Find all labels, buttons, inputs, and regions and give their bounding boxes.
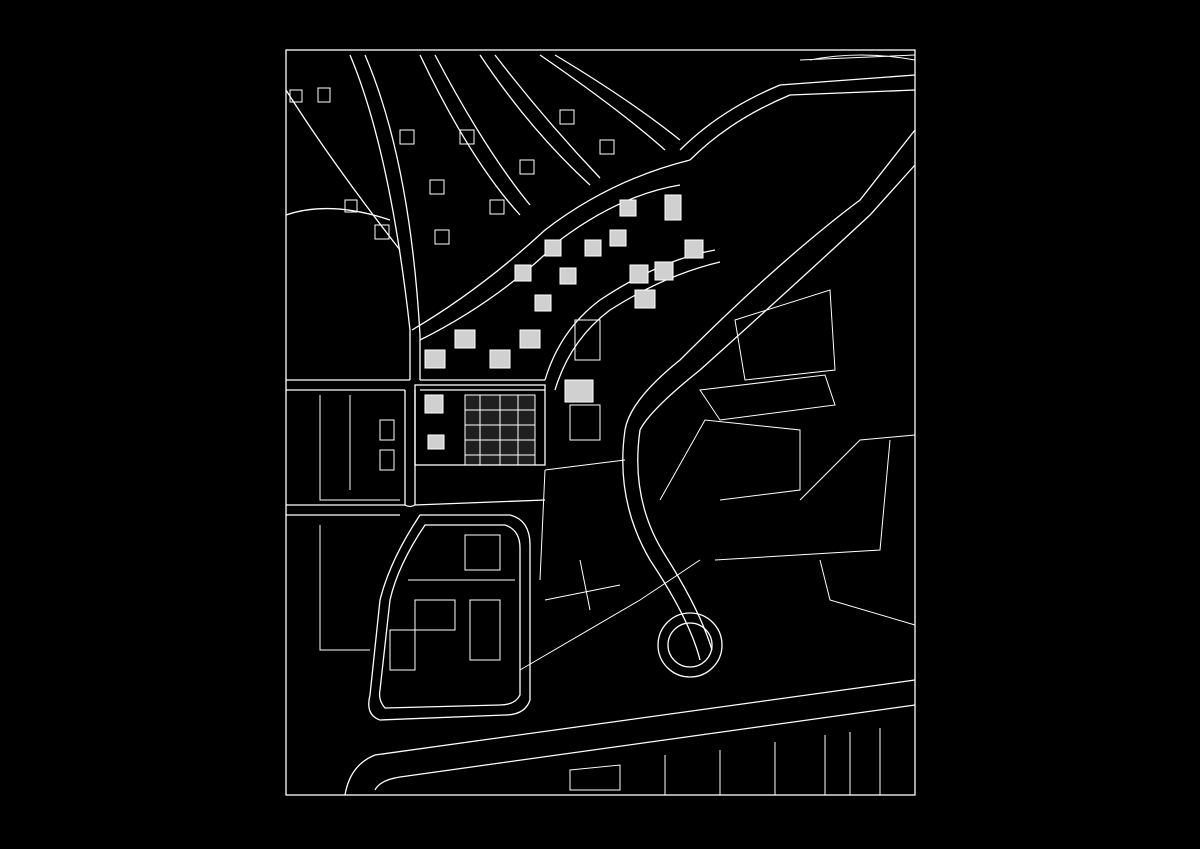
new-development-buildings xyxy=(414,194,704,466)
building xyxy=(544,239,562,257)
house-outline xyxy=(434,229,450,245)
building-outline xyxy=(464,534,501,571)
river-lower-west xyxy=(622,429,701,661)
building xyxy=(519,329,541,349)
row-housing-lines xyxy=(465,395,535,465)
house-outline xyxy=(317,87,331,103)
loop-road-inner xyxy=(378,524,521,709)
building-outline xyxy=(569,404,601,441)
building xyxy=(619,199,637,217)
west-streets xyxy=(285,89,401,251)
building xyxy=(514,264,532,282)
parcels-east-2 xyxy=(714,289,916,626)
building-outline xyxy=(414,599,456,631)
building-outline xyxy=(389,629,416,671)
parcels-south xyxy=(519,559,701,671)
river-bank-west xyxy=(624,129,916,431)
building xyxy=(564,379,594,403)
arc-road-south xyxy=(544,249,716,381)
parcels-south-strip xyxy=(569,728,881,795)
highway-north-edge xyxy=(344,679,916,796)
house-outline xyxy=(459,129,475,145)
river-bank-north xyxy=(679,74,916,151)
house-outline xyxy=(344,199,358,213)
housing-plots-outline xyxy=(289,87,615,471)
arc-road-outer xyxy=(411,159,691,331)
building xyxy=(427,434,445,450)
house-outline xyxy=(289,89,303,103)
cloverleaf xyxy=(657,612,723,678)
river-lower-east xyxy=(637,429,713,651)
building xyxy=(534,294,552,312)
loop-road-outer xyxy=(368,514,531,721)
building xyxy=(654,261,674,281)
development-block xyxy=(414,384,546,466)
river-bank-east xyxy=(639,164,916,431)
arc-road-south-edge xyxy=(554,261,721,391)
house-outline xyxy=(519,159,535,175)
building xyxy=(489,349,511,369)
parcels-east xyxy=(539,374,836,581)
building xyxy=(629,264,649,284)
building xyxy=(634,289,656,309)
parcel-lines xyxy=(319,54,916,795)
fan-road-4 xyxy=(539,54,681,151)
fan-road-3 xyxy=(479,54,601,186)
cloverleaf-inner xyxy=(667,622,713,668)
building xyxy=(424,394,444,414)
fan-road-2 xyxy=(419,54,531,216)
house-outline xyxy=(559,109,575,125)
building xyxy=(684,239,704,259)
house-outline xyxy=(429,179,445,195)
house-outline xyxy=(374,224,390,240)
highway-south-edge xyxy=(374,704,916,791)
house-outline xyxy=(489,199,505,215)
cross-road-north xyxy=(286,499,546,508)
map-frame xyxy=(285,49,916,796)
river-bank-north-2 xyxy=(689,89,916,161)
parcels-misc xyxy=(319,54,916,651)
building-outline xyxy=(469,599,501,661)
house-outline xyxy=(379,419,395,441)
loop-road-block xyxy=(368,514,531,721)
building xyxy=(664,194,682,221)
building xyxy=(454,329,476,349)
fan-road-1 xyxy=(349,54,411,380)
building-outline xyxy=(574,319,601,361)
house-outline xyxy=(379,449,395,471)
house-outline xyxy=(599,139,615,155)
main-roads xyxy=(285,54,916,796)
river xyxy=(622,74,916,661)
building xyxy=(559,267,577,285)
building xyxy=(424,349,446,369)
house-outline xyxy=(399,129,415,145)
building xyxy=(609,229,627,247)
cloverleaf-outer xyxy=(657,612,723,678)
fan-road-1b xyxy=(364,54,421,380)
building xyxy=(584,239,602,257)
